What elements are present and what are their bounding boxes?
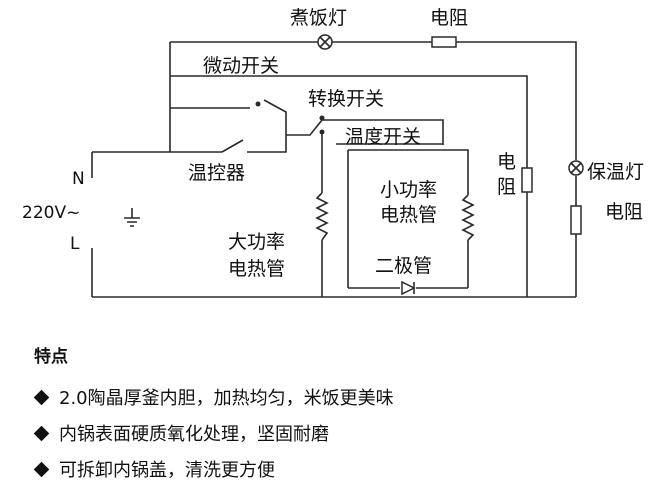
warm-lamp-icon [568, 160, 584, 176]
cooking-lamp-label: 煮饭灯 [290, 7, 347, 29]
small-heater-label-line1: 小功率 [380, 179, 437, 201]
small-heater-icon [461, 194, 475, 241]
feature-item: 2.0陶晶厚釜内胆，加热均匀，米饭更美味 [28, 379, 628, 415]
feature-text: 可拆卸内锅盖，清洗更方便 [59, 460, 275, 481]
micro-switch-label: 微动开关 [203, 55, 279, 77]
diamond-bullet-icon [33, 425, 50, 441]
diode-label: 二极管 [375, 255, 432, 277]
resistor-mid-icon [521, 167, 533, 193]
diode-icon [401, 280, 416, 296]
cooking-lamp-icon [317, 34, 333, 50]
resistor-right-label: 电阻 [605, 201, 643, 223]
resistor-top-icon [431, 36, 457, 48]
feature-text: 内锅表面硬质氧化处理，坚固耐磨 [59, 424, 329, 445]
voltage-label: 220V~ [22, 203, 80, 223]
temperature-switch-label: 温度开关 [345, 126, 421, 148]
warm-lamp-label: 保温灯 [587, 161, 644, 183]
feature-item: 内锅表面硬质氧化处理，坚固耐磨 [28, 415, 628, 451]
big-heater-label-line2: 电热管 [228, 258, 285, 280]
wires [91, 41, 577, 298]
resistor-right-icon [570, 205, 582, 235]
ground-icon [124, 208, 140, 227]
features-section: 特点 2.0陶晶厚釜内胆，加热均匀，米饭更美味 内锅表面硬质氧化处理，坚固耐磨 … [28, 342, 628, 487]
transfer-switch-label: 转换开关 [308, 88, 384, 110]
resistor-mid-label-line1: 电 [497, 151, 516, 173]
small-heater-label-line2: 电热管 [380, 204, 437, 226]
resistor-mid-label-line2: 阻 [497, 176, 516, 198]
live-label: L [70, 234, 80, 254]
features-title: 特点 [34, 347, 68, 367]
resistor-top-label: 电阻 [430, 7, 468, 29]
big-heater-icon [315, 192, 329, 241]
thermostat-label: 温控器 [188, 162, 245, 184]
big-heater-label-line1: 大功率 [228, 231, 285, 253]
neutral-label: N [72, 169, 85, 189]
feature-item: 可拆卸内锅盖，清洗更方便 [28, 451, 628, 487]
diamond-bullet-icon [33, 461, 50, 477]
switch-contacts [255, 101, 325, 135]
feature-text: 2.0陶晶厚釜内胆，加热均匀，米饭更美味 [59, 388, 394, 409]
diamond-bullet-icon [33, 389, 50, 405]
